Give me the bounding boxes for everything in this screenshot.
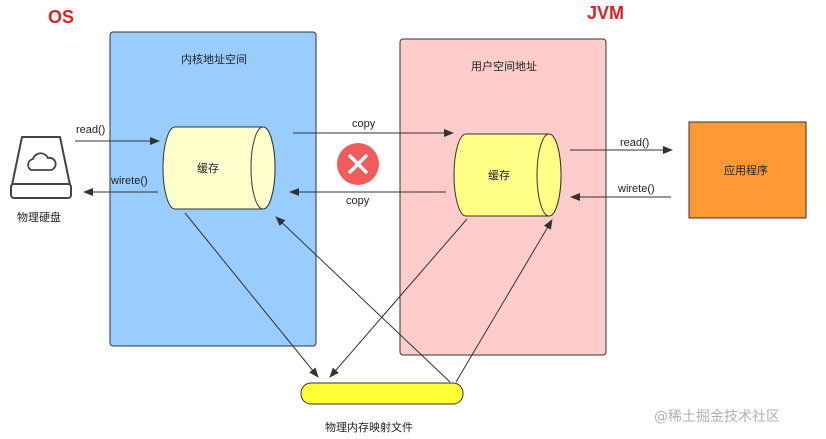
hard-disk-cloud-icon bbox=[10, 136, 72, 199]
mapped-file-bar bbox=[300, 382, 464, 405]
watermark: @稀土掘金技术社区 bbox=[654, 409, 780, 425]
kernel-to-mapped-arrow bbox=[184, 212, 319, 378]
mapped-file-label: 物理内存映射文件 bbox=[325, 420, 413, 434]
mapped-to-kernel-arrow bbox=[275, 216, 451, 383]
copy-top-label: copy bbox=[352, 118, 376, 130]
write-left-label: wirete() bbox=[110, 175, 148, 187]
x-circle-icon bbox=[337, 143, 379, 185]
disk-label: 物理硬盘 bbox=[17, 210, 61, 224]
user-cache-cylinder bbox=[453, 133, 562, 217]
write-right-label: wirete() bbox=[617, 183, 655, 195]
os-title: OS bbox=[48, 7, 74, 27]
read-right-label: read() bbox=[620, 137, 649, 149]
kernel-cache-label: 缓存 bbox=[197, 161, 219, 175]
application-box bbox=[688, 121, 807, 219]
user-space-label: 用户空间地址 bbox=[471, 59, 537, 73]
copy-bottom-label: copy bbox=[346, 195, 370, 207]
jvm-title: JVM bbox=[587, 3, 624, 23]
user-cache-label: 缓存 bbox=[488, 168, 510, 182]
application-label: 应用程序 bbox=[724, 163, 768, 177]
mapped-to-user-arrow bbox=[455, 219, 553, 383]
kernel-cache-cylinder bbox=[162, 126, 276, 210]
read-left-label: read() bbox=[76, 124, 105, 136]
kernel-space-label: 内核地址空间 bbox=[181, 52, 247, 66]
user-to-mapped-arrow bbox=[329, 218, 468, 378]
